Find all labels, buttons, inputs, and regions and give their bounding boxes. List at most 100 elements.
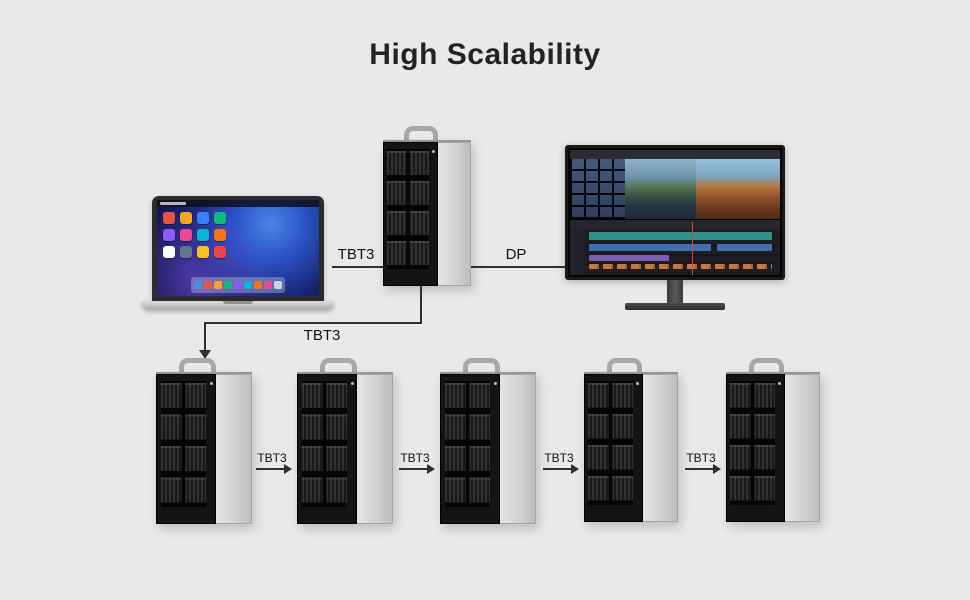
label-tbt3-chain-link: TBT3 bbox=[303, 327, 341, 344]
dock-icon bbox=[234, 281, 242, 289]
tower-front bbox=[584, 374, 644, 522]
app-icon bbox=[180, 246, 192, 258]
tower-side-panel bbox=[216, 374, 252, 524]
monitor-screen bbox=[565, 145, 785, 280]
connector-line-chain-vertical bbox=[420, 286, 422, 324]
drive-bays bbox=[160, 380, 207, 507]
dock bbox=[191, 277, 285, 293]
app-icon bbox=[163, 229, 175, 241]
arrow-down-icon bbox=[199, 350, 211, 359]
dock-icon bbox=[254, 281, 262, 289]
tower-handle bbox=[179, 358, 216, 375]
app-icon bbox=[197, 229, 209, 241]
tower-body bbox=[584, 372, 678, 522]
dock-icon bbox=[214, 281, 222, 289]
app-icon bbox=[214, 212, 226, 224]
timeline-clip bbox=[588, 243, 711, 251]
label-tbt3-daisy-2: TBT3 bbox=[400, 451, 430, 465]
tower-front bbox=[156, 374, 217, 524]
tower-side-panel bbox=[357, 374, 393, 524]
label-tbt3-daisy-1: TBT3 bbox=[257, 451, 287, 465]
drive-bays bbox=[588, 380, 634, 505]
timeline-clip bbox=[588, 263, 772, 270]
dock-icon bbox=[244, 281, 252, 289]
video-editing-app bbox=[570, 150, 780, 275]
laptop bbox=[142, 196, 334, 310]
dock-icon bbox=[274, 281, 282, 289]
tower-side-panel bbox=[643, 374, 678, 522]
arrow-right-icon bbox=[713, 464, 721, 474]
storage-tower-chain-2 bbox=[297, 358, 393, 524]
arrow-line bbox=[685, 468, 713, 470]
app-icon bbox=[197, 246, 209, 258]
storage-tower-chain-5 bbox=[726, 358, 820, 522]
tower-handle bbox=[320, 358, 357, 375]
tower-side-panel bbox=[785, 374, 820, 522]
tower-side-panel bbox=[438, 142, 471, 286]
app-icon bbox=[180, 229, 192, 241]
arrow-right-icon bbox=[284, 464, 292, 474]
arrow-line bbox=[256, 468, 284, 470]
drive-bays bbox=[301, 380, 348, 507]
drive-bays bbox=[387, 148, 429, 270]
label-tbt3-daisy-4: TBT3 bbox=[686, 451, 716, 465]
monitor-base bbox=[625, 303, 725, 310]
monitor bbox=[565, 145, 785, 310]
app-icon bbox=[163, 212, 175, 224]
label-tbt3-laptop-link: TBT3 bbox=[337, 246, 375, 263]
tower-side-panel bbox=[500, 374, 536, 524]
tower-handle bbox=[404, 126, 438, 143]
dock-icon bbox=[224, 281, 232, 289]
drive-bays bbox=[730, 380, 776, 505]
storage-tower-main bbox=[383, 126, 471, 286]
tower-front bbox=[383, 142, 439, 286]
viewer-program-image bbox=[696, 158, 780, 219]
arrow-right-icon bbox=[427, 464, 435, 474]
connector-line-tower-monitor bbox=[471, 266, 565, 268]
timeline-clip bbox=[588, 232, 772, 240]
laptop-screen bbox=[152, 196, 324, 301]
app-icon bbox=[197, 212, 209, 224]
arrow-line bbox=[543, 468, 571, 470]
app-icon bbox=[163, 246, 175, 258]
tower-handle bbox=[463, 358, 500, 375]
tower-body bbox=[726, 372, 820, 522]
viewer-clip-image bbox=[624, 158, 698, 219]
tower-body bbox=[156, 372, 252, 524]
timeline-clip bbox=[717, 243, 772, 251]
page-title: High Scalability bbox=[369, 38, 601, 71]
dock-icon bbox=[264, 281, 272, 289]
app-icon-grid bbox=[163, 212, 226, 258]
tower-handle bbox=[748, 358, 785, 375]
timeline bbox=[570, 222, 780, 275]
tower-handle bbox=[606, 358, 643, 375]
label-dp-monitor-link: DP bbox=[505, 246, 527, 263]
app-icon bbox=[214, 246, 226, 258]
app-icon bbox=[214, 229, 226, 241]
connector-line-chain-drop bbox=[204, 322, 206, 352]
connector-line-chain-horizontal bbox=[204, 322, 422, 324]
tower-body bbox=[297, 372, 393, 524]
tower-body bbox=[383, 140, 471, 286]
arrow-line bbox=[399, 468, 427, 470]
connector-line-laptop-tower bbox=[332, 266, 383, 268]
storage-tower-chain-4 bbox=[584, 358, 678, 522]
arrow-right-icon bbox=[571, 464, 579, 474]
tower-front bbox=[297, 374, 358, 524]
drive-bays bbox=[444, 380, 491, 507]
tower-front bbox=[726, 374, 786, 522]
label-tbt3-daisy-3: TBT3 bbox=[544, 451, 574, 465]
laptop-wallpaper bbox=[157, 200, 319, 296]
media-pool-thumbnails bbox=[570, 158, 625, 219]
dock-icon bbox=[194, 281, 202, 289]
tower-body bbox=[440, 372, 536, 524]
storage-tower-chain-3 bbox=[440, 358, 536, 524]
monitor-stand bbox=[667, 280, 683, 304]
tower-front bbox=[440, 374, 501, 524]
laptop-menubar bbox=[157, 200, 319, 207]
dock-icon bbox=[204, 281, 212, 289]
playhead bbox=[691, 222, 693, 275]
timeline-clip bbox=[588, 254, 669, 262]
storage-tower-chain-1 bbox=[156, 358, 252, 524]
